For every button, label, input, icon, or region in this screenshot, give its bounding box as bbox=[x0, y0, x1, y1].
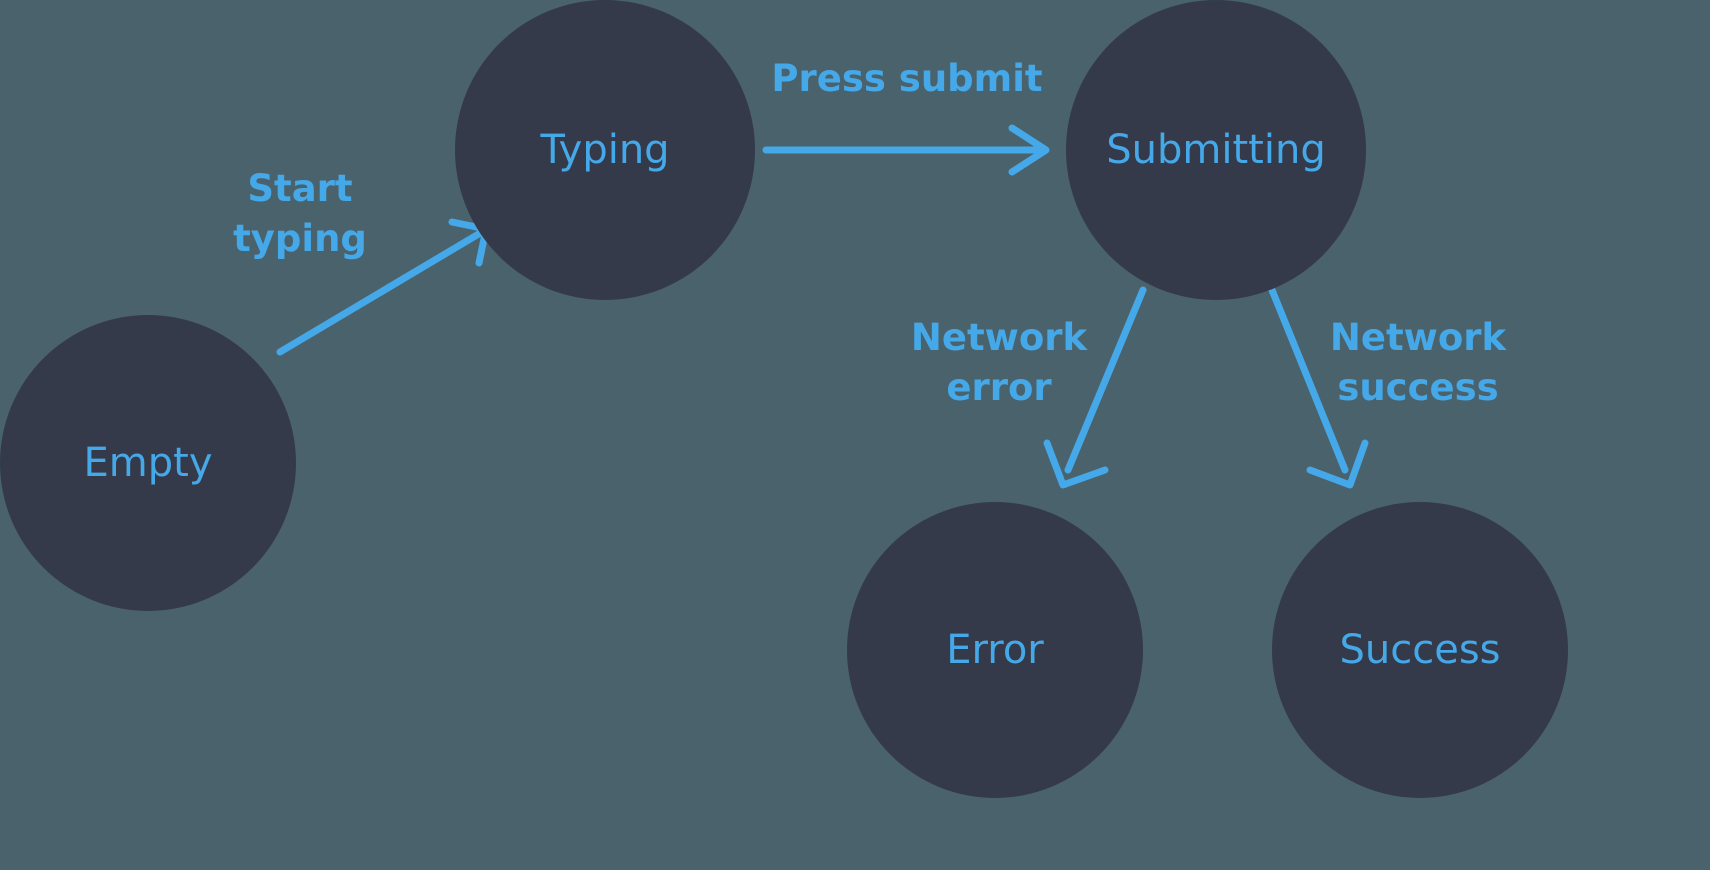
state-circle-typing[interactable] bbox=[455, 0, 755, 300]
edge-label-typing-to-submitting: Press submit bbox=[771, 57, 1042, 100]
state-circle-submitting[interactable] bbox=[1066, 0, 1366, 300]
edge-submitting-to-error bbox=[1043, 286, 1147, 489]
state-node-empty[interactable]: Empty bbox=[0, 315, 296, 611]
state-node-submitting[interactable]: Submitting bbox=[1066, 0, 1366, 300]
edge-label-submitting-to-success: Network success bbox=[1330, 316, 1508, 409]
state-node-error[interactable]: Error bbox=[847, 502, 1143, 798]
edge-label-line: success bbox=[1337, 366, 1498, 409]
edge-label-empty-to-typing: Start typing bbox=[233, 167, 367, 260]
state-label-success: Success bbox=[1339, 627, 1500, 673]
arrowhead-icon-submitting-to-error bbox=[1043, 439, 1109, 489]
edge-line-submitting-to-success bbox=[1268, 286, 1349, 474]
state-circle-success[interactable] bbox=[1272, 502, 1568, 798]
arrowhead-icon-typing-to-submitting bbox=[1008, 124, 1050, 176]
edge-label-line: Network bbox=[911, 316, 1089, 359]
edge-label-line: error bbox=[946, 366, 1052, 409]
edge-label-line: Network bbox=[1330, 316, 1508, 359]
edge-line-empty-to-typing bbox=[276, 228, 486, 356]
state-label-empty: Empty bbox=[84, 440, 213, 486]
edge-line-submitting-to-error bbox=[1064, 286, 1147, 474]
edge-submitting-to-success bbox=[1268, 286, 1369, 489]
state-label-typing: Typing bbox=[539, 127, 669, 173]
edge-label-submitting-to-error: Network error bbox=[911, 316, 1089, 409]
state-label-submitting: Submitting bbox=[1106, 127, 1325, 173]
edges-layer bbox=[276, 124, 1369, 489]
state-circle-empty[interactable] bbox=[0, 315, 296, 611]
edge-typing-to-submitting bbox=[762, 124, 1050, 176]
state-node-typing[interactable]: Typing bbox=[455, 0, 755, 300]
state-label-error: Error bbox=[946, 627, 1044, 673]
edge-label-line: typing bbox=[233, 217, 367, 260]
state-circle-error[interactable] bbox=[847, 502, 1143, 798]
edge-label-line: Press submit bbox=[771, 57, 1042, 100]
edge-label-line: Start bbox=[247, 167, 352, 210]
state-node-success[interactable]: Success bbox=[1272, 502, 1568, 798]
arrowhead-icon-submitting-to-success bbox=[1306, 439, 1369, 489]
